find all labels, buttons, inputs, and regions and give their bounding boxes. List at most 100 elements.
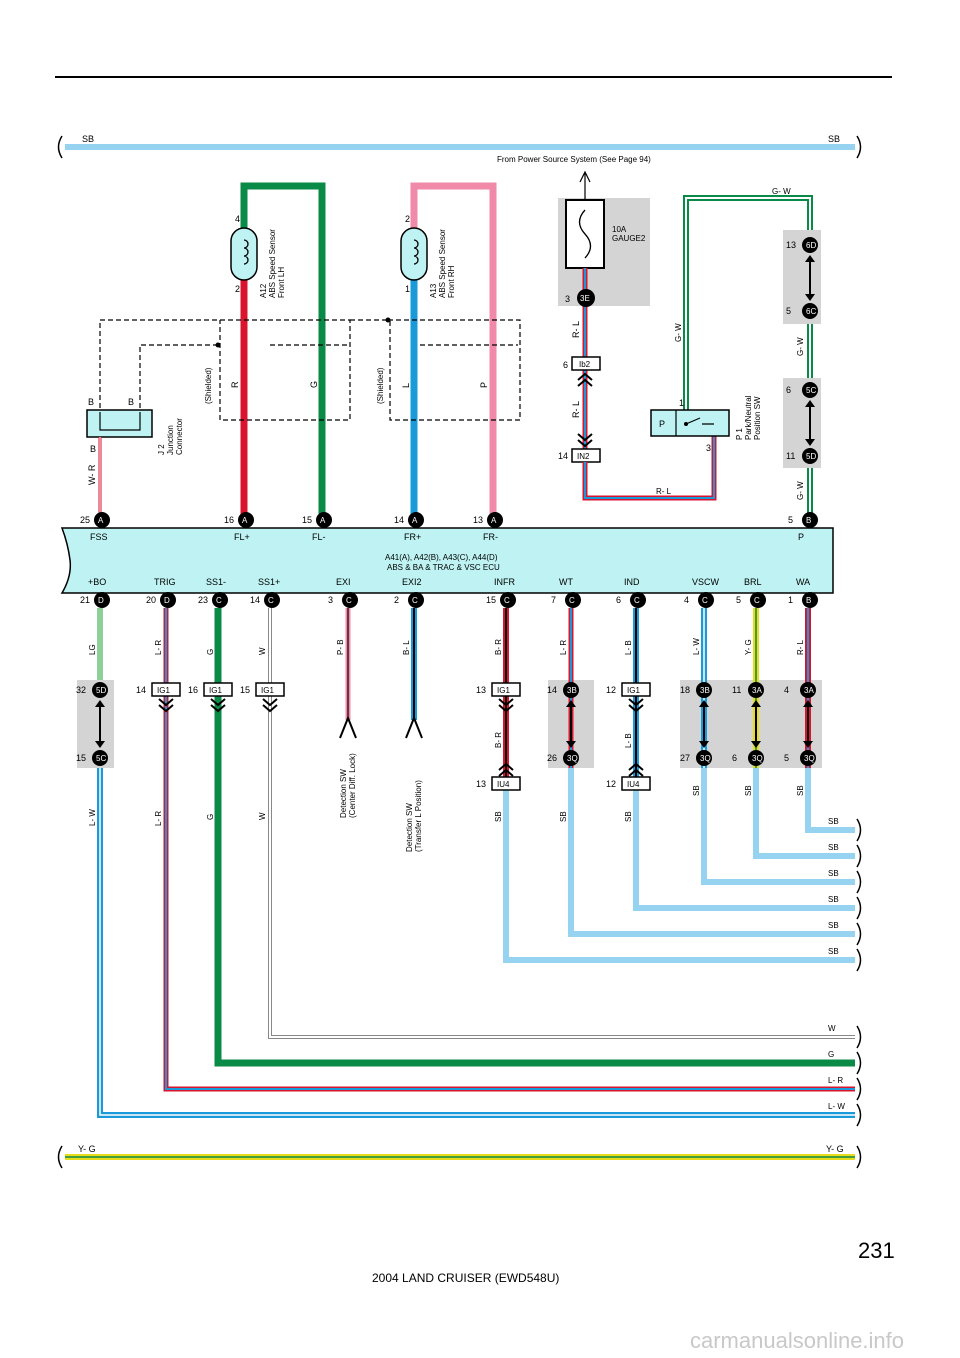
ecu-bottom-term-7: WT [559,577,573,587]
pnsw-name1: Park/Neutral [744,395,753,440]
mid-conn-2-label: IG1 [209,686,222,695]
mid-conn-2: IG1 16 [188,682,233,697]
svg-text:Ib2: Ib2 [579,360,591,369]
ecu-bottom-wire-9: L- W [692,638,701,655]
ecu-bottom-pin-1-pin: 20 [146,595,156,605]
mid-arrow-1 [566,700,576,748]
wire-wt-sb [568,768,855,937]
right-conn-2: 5C6 [786,382,818,398]
ecu-bottom-pin-10-pin: 5 [736,595,741,605]
wire-brl-sb [753,768,855,859]
exi2-socket [405,715,423,739]
ecu-top-pin-1: A16 [224,512,254,528]
rh-wire-label-p: P [479,382,489,388]
mid-conn-9-pin: 4 [784,685,789,695]
right-wire-label-2: G- W [796,481,805,500]
bus-top-right-label: SB [828,134,840,144]
ecu-bottom-pin-7-label: C [569,596,575,605]
mid-arrow-4 [803,700,813,748]
ecu-top-term-4: FR- [483,532,498,542]
right-conn-3-label: 5D [806,452,816,461]
low-conn-1-label: IU4 [497,780,510,789]
right-exit-label-0: SB [828,817,839,826]
low-conn-2-label: 3Q [567,754,578,763]
low-conn-2: 3Q 26 [547,750,579,766]
ecu-top-pin-2: A15 [302,512,332,528]
mid-conn-6-pin: 12 [606,685,616,695]
ib2-connector: Ib2 [571,356,601,371]
mid-conn-7-label: 3B [700,686,710,695]
right-conn-2-pin: 6 [786,385,791,395]
ig1-chevron-2 [262,698,278,713]
lh-sensor-name: ABS Speed Sensor [268,229,277,298]
ecu-top-term-2: FL- [312,532,326,542]
fss-wire-label: W- R [87,464,97,485]
abs-speed-sensor-lh [230,227,258,281]
abs-speed-sensor-rh [400,227,428,281]
right-exit-label-7: G [828,1050,834,1059]
right-exit-break-2 [856,870,862,894]
wire-vscw-sb [701,768,855,885]
shield-label-rh: (Shielded) [376,367,385,404]
mid-conn-1-label: IG1 [157,686,170,695]
low-conn-5: 3Q6 [732,750,764,766]
page-number: 231 [858,1238,895,1263]
iu4-chevron-0 [498,762,514,777]
ecu-bottom-pin-9-label: C [702,596,708,605]
ecu-bottom-pin-0: D21 [80,592,110,608]
right-conn-1: 6C5 [786,303,818,319]
right-exit-label-8: L- R [828,1076,843,1085]
mid-conn-3-label: IG1 [261,686,274,695]
ecu-bottom-wire-11: R- L [796,639,805,655]
mid-conn-2-pin: 16 [188,685,198,695]
ecu-bottom-term-8: IND [624,577,640,587]
ecu-bottom-wire-3: W [258,647,267,655]
low-conn-3-pin: 12 [606,779,616,789]
j2-pin-b1: B [88,397,94,407]
lh-wire-label-r: R [230,381,240,388]
bus-break-right-top [856,135,862,159]
ig1-chevron-1 [210,698,226,713]
ind-sb-label: SB [624,811,633,822]
ecu-bottom-pin-10: C5 [736,592,766,608]
right-exit-break-8 [856,1077,862,1101]
pnsw-left-wire: G- W [674,323,683,342]
right-exit-break-9 [856,1103,862,1127]
bus-top-note: From Power Source System (See Page 94) [497,155,651,164]
exi-socket [339,715,357,739]
rh-wire-label-l: L [401,383,411,388]
right-exit-label-3: SB [828,895,839,904]
in2-pin: 14 [558,451,568,461]
mid-conn-4-label: IG1 [497,686,510,695]
ecu-top-pin-2-label: A [320,516,326,525]
ecu-bottom-pin-9: C4 [684,592,714,608]
pnsw-contact [685,417,714,425]
j2-pin-b2: B [128,397,134,407]
ecu-top-pin-4-label: A [491,516,497,525]
wire-infr-sb [503,790,855,963]
ib2-pin: 6 [563,360,568,370]
mid-conn-7-pin: 18 [680,685,690,695]
lh-sensor-code: A12 [259,283,268,298]
low-conn-4-pin: 27 [680,753,690,763]
ecu-top-pin-5-label: B [806,516,811,525]
low-conn-6-label: 3Q [804,754,815,763]
bus-top-left-label: SB [82,134,94,144]
right-exit-break-5 [856,948,862,972]
low-conn-5-label: 3Q [752,754,763,763]
shield-label-lh: (Shielded) [204,367,213,404]
ecu-title-2: ABS & BA & TRAC & VSC ECU [387,563,500,572]
right-exit-label-2: SB [828,869,839,878]
svg-text:3E: 3E [580,294,590,303]
ecu-top-term-5: P [798,532,804,542]
ecu-bottom-wire-8: L- B [624,640,633,655]
ecu-bottom-pin-11-label: B [806,596,811,605]
low-conn-2-pin: 26 [547,753,557,763]
ecu-top-term-3: FR+ [404,532,421,542]
power-arrow [579,170,591,200]
